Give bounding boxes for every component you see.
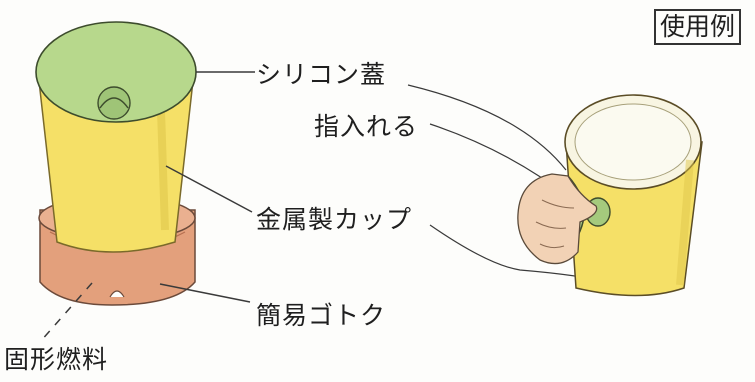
usage-example-badge: 使用例 <box>654 9 742 45</box>
silicone-lid-shape <box>35 21 197 123</box>
label-silicone-lid: シリコン蓋 <box>256 60 387 89</box>
label-simple-stove: 簡易ゴトク <box>256 301 387 330</box>
label-finger-insert: 指入れる <box>314 112 419 141</box>
left-cup-assembly <box>35 21 197 306</box>
leader-lines-left <box>39 71 255 343</box>
right-cup-in-use <box>564 94 703 297</box>
label-metal-cup: 金属製カップ <box>256 205 413 234</box>
label-solid-fuel: 固形燃料 <box>4 345 109 374</box>
hand-shape <box>517 173 598 265</box>
